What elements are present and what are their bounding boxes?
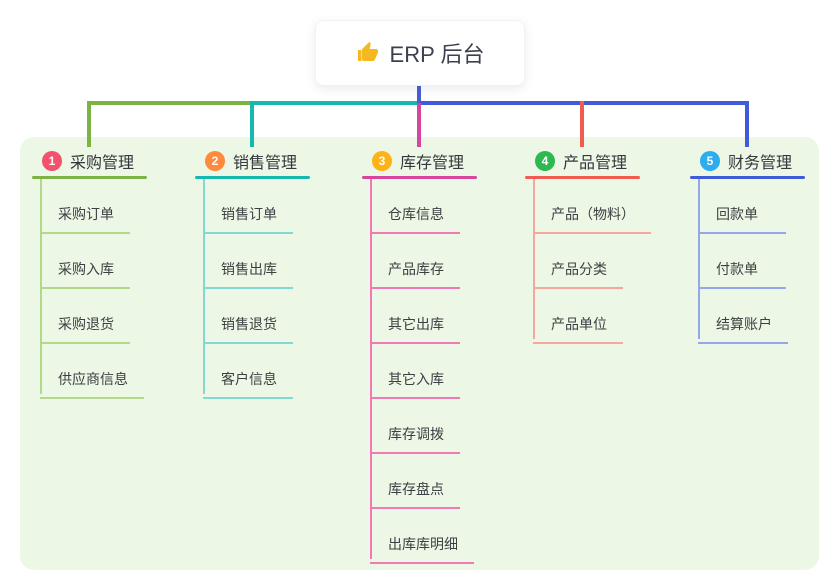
child-label: 采购入库 [58,261,114,277]
connector-drop-sales [250,101,254,147]
child-label: 采购订单 [58,206,114,222]
child-node[interactable]: 产品单位 [533,289,623,344]
branch-header[interactable]: 2 销售管理 [205,149,330,173]
child-label: 付款单 [716,261,758,277]
branch-children-line [40,179,42,394]
child-label: 出库库明细 [388,536,458,552]
branch-underline [32,176,147,179]
branch-label: 财务管理 [728,155,793,172]
branch-number-badge: 3 [372,151,392,171]
child-label: 产品库存 [388,261,444,277]
child-label: 销售退货 [221,316,277,332]
branch-header[interactable]: 5 财务管理 [700,149,825,173]
child-label: 采购退货 [58,316,114,332]
branch-label: 产品管理 [563,155,628,172]
branch-header[interactable]: 4 产品管理 [535,149,660,173]
child-node[interactable]: 回款单 [698,179,786,234]
branch: 5 财务管理 回款单付款单结算账户 [690,149,825,344]
root-label: ERP 后台 [389,42,485,67]
child-label: 产品单位 [551,316,607,332]
child-label: 客户信息 [221,371,277,387]
child-label: 库存调拨 [388,426,444,442]
child-label: 回款单 [716,206,758,222]
branch: 2 销售管理 销售订单销售出库销售退货客户信息 [195,149,330,399]
branch-children-line [203,179,205,394]
child-node[interactable]: 库存盘点 [370,454,460,509]
child-node[interactable]: 销售出库 [203,234,293,289]
branch-children-line [533,179,535,339]
branch: 3 库存管理 仓库信息产品库存其它出库其它入库库存调拨库存盘点出库库明细 [362,149,497,564]
branch-header[interactable]: 3 库存管理 [372,149,497,173]
branch-label: 库存管理 [400,155,465,172]
child-node[interactable]: 其它入库 [370,344,460,399]
child-node[interactable]: 供应商信息 [40,344,144,399]
branch-children: 产品（物料） 产品分类产品单位 [525,179,660,344]
child-label: 仓库信息 [388,206,444,222]
branches-panel [20,137,819,570]
child-node[interactable]: 产品（物料） [533,179,651,234]
connector-drop-purchase [87,101,91,147]
child-label: 产品（物料） [551,206,635,222]
child-node[interactable]: 产品分类 [533,234,623,289]
root-node[interactable]: ERP 后台 [315,20,525,86]
branch-children-line [698,179,700,339]
child-node[interactable]: 客户信息 [203,344,293,399]
branch-underline [195,176,310,179]
child-node[interactable]: 仓库信息 [370,179,460,234]
thumbs-up-icon [356,41,380,65]
connector-horizontal-purchase [87,101,254,105]
child-label: 销售订单 [221,206,277,222]
branch-number-badge: 4 [535,151,555,171]
branch-children: 回款单付款单结算账户 [690,179,825,344]
child-node[interactable]: 销售退货 [203,289,293,344]
branch-number-badge: 2 [205,151,225,171]
branch-underline [525,176,640,179]
branch-children: 采购订单采购入库采购退货供应商信息 [32,179,167,399]
child-node[interactable]: 结算账户 [698,289,788,344]
child-label: 结算账户 [716,316,772,332]
connector-drop-inventory [417,103,421,147]
child-label: 库存盘点 [388,481,444,497]
child-label: 产品分类 [551,261,607,277]
connector-horizontal-finance [419,101,749,105]
branch-underline [362,176,477,179]
child-label: 其它出库 [388,316,444,332]
connector-drop-product [580,101,584,147]
child-label: 销售出库 [221,261,277,277]
branch-children-line [370,179,372,559]
child-node[interactable]: 采购订单 [40,179,130,234]
branch: 4 产品管理 产品（物料） 产品分类产品单位 [525,149,660,344]
connector-horizontal-sales [252,101,419,105]
branch-number-badge: 5 [700,151,720,171]
branch-label: 销售管理 [233,155,298,172]
child-node[interactable]: 库存调拨 [370,399,460,454]
branch-children: 仓库信息产品库存其它出库其它入库库存调拨库存盘点出库库明细 [362,179,497,564]
connector-drop-finance [745,101,749,147]
child-label: 其它入库 [388,371,444,387]
child-node[interactable]: 出库库明细 [370,509,474,564]
branch-header[interactable]: 1 采购管理 [42,149,167,173]
branch-children: 销售订单销售出库销售退货客户信息 [195,179,330,399]
child-node[interactable]: 采购退货 [40,289,130,344]
child-node[interactable]: 其它出库 [370,289,460,344]
child-node[interactable]: 采购入库 [40,234,130,289]
branch-label: 采购管理 [70,155,135,172]
branch: 1 采购管理 采购订单采购入库采购退货供应商信息 [32,149,167,399]
branch-number-badge: 1 [42,151,62,171]
child-node[interactable]: 销售订单 [203,179,293,234]
branch-underline [690,176,805,179]
child-node[interactable]: 付款单 [698,234,786,289]
child-node[interactable]: 产品库存 [370,234,460,289]
child-label: 供应商信息 [58,371,128,387]
connector-root-line [417,83,421,103]
